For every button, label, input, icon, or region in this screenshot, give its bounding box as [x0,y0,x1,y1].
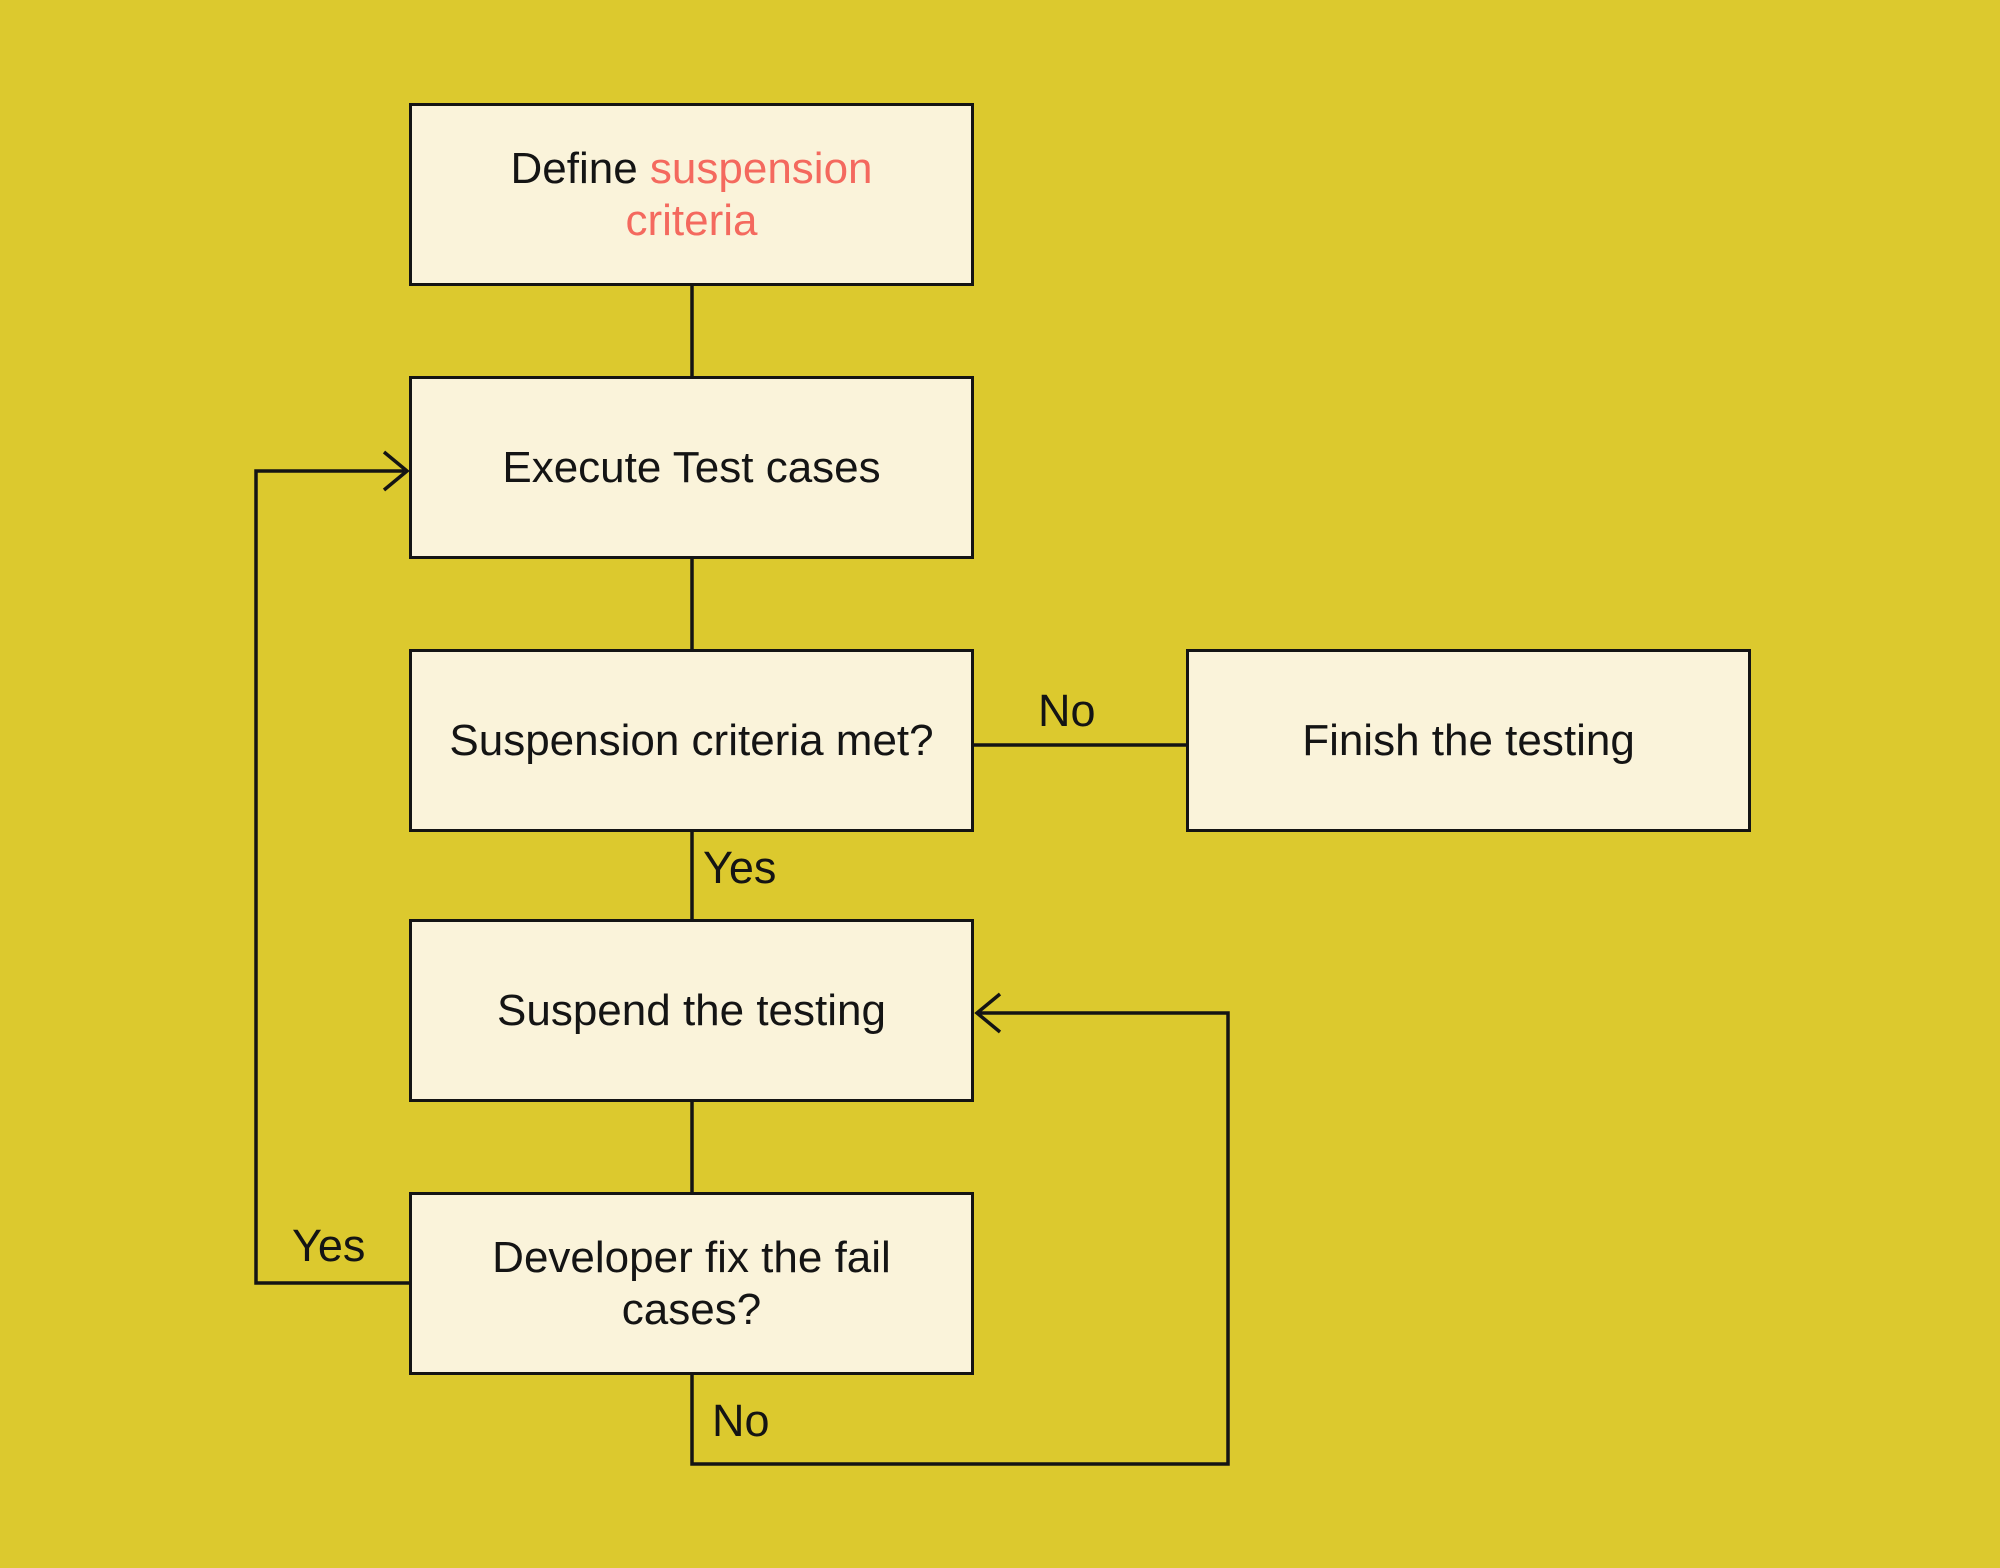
edge-label-yes-execute: Yes [292,1220,366,1271]
node-developer-fix-fail-cases: Developer fix the fail cases? [409,1192,974,1375]
edge-label-no-suspend: No [712,1395,770,1446]
node-execute-label: Execute Test cases [502,442,881,492]
node-finish-label: Finish the testing [1302,715,1635,765]
node-execute-test-cases: Execute Test cases [409,376,974,559]
edge-label-no-finish: No [1038,685,1096,736]
edge-label-yes-suspend: Yes [703,842,777,893]
node-define-label-black: Define [510,143,650,193]
node-suspend-label: Suspend the testing [497,985,886,1035]
node-finish-the-testing: Finish the testing [1186,649,1751,832]
node-define-label-red: suspension criteria [625,143,873,245]
edge-devfix-yes-loop-to-execute [254,469,409,1285]
edge-devfix-no-loop-to-suspend [690,1011,1230,1466]
node-criteria-met-label: Suspension criteria met? [449,715,934,765]
arrowhead-into-suspend [974,992,1002,1034]
node-devfix-label: Developer fix the fail cases? [492,1232,891,1334]
node-suspension-criteria-met: Suspension criteria met? [409,649,974,832]
node-define-label: Define suspension criteria [448,143,935,247]
node-define-suspension-criteria: Define suspension criteria [409,103,974,286]
node-suspend-the-testing: Suspend the testing [409,919,974,1102]
arrowhead-into-execute [382,450,410,492]
